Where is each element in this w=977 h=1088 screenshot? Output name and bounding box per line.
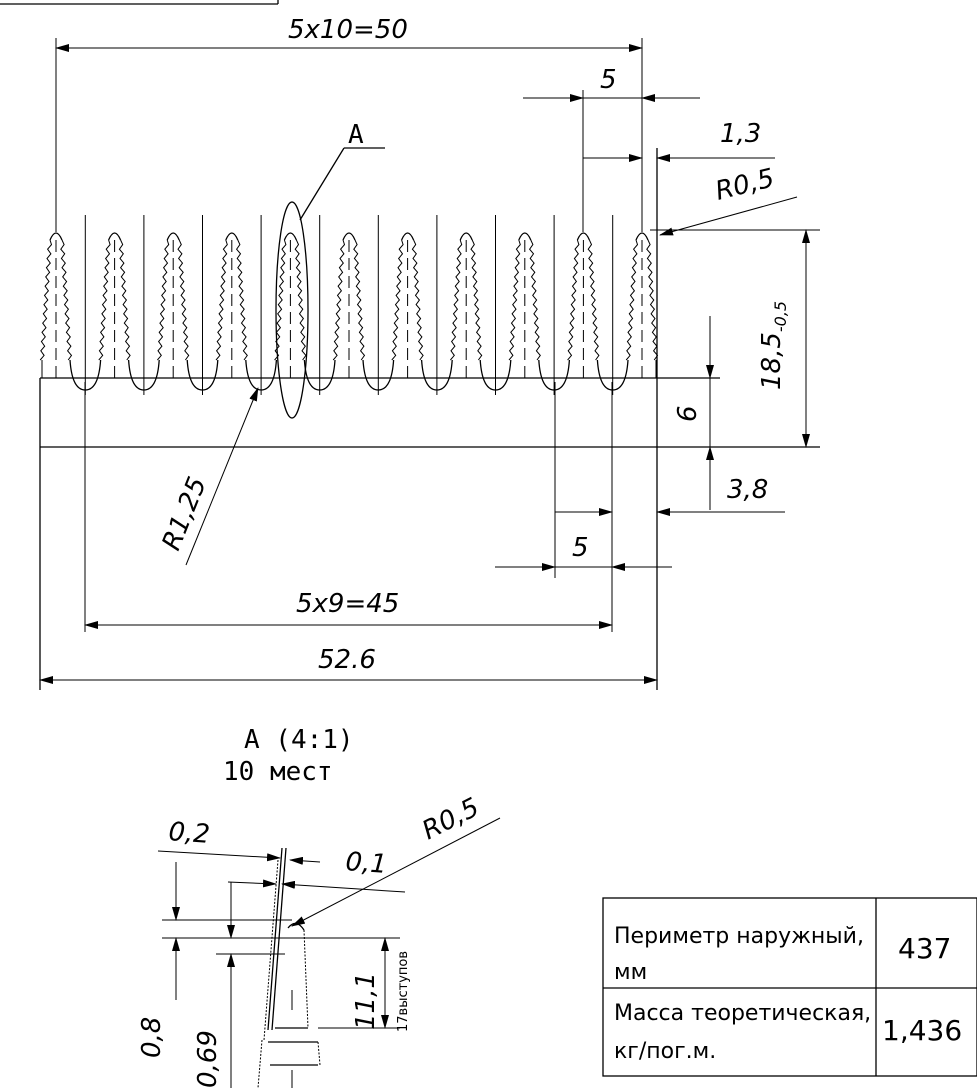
fin-wall xyxy=(39,239,53,361)
detail-title: A (4:1) xyxy=(244,725,354,755)
fin-wall xyxy=(528,239,541,361)
fin-tip xyxy=(49,232,63,241)
properties-table: Периметр наружный, мм 437 Масса теоретич… xyxy=(602,897,977,1077)
root-fillet xyxy=(245,359,278,391)
fin-wall xyxy=(567,239,580,361)
fin-wall xyxy=(118,239,131,361)
dim-base-thickness: 6 xyxy=(673,316,714,510)
root-fillet xyxy=(186,359,219,391)
detail-dim-0-69: 0,69 xyxy=(193,1030,223,1088)
fin-tip xyxy=(518,232,532,241)
table-row-1-value: 437 xyxy=(898,932,951,965)
detail-note: 17выступов xyxy=(396,951,411,1032)
fin-wall xyxy=(646,239,659,361)
fin-wall xyxy=(353,239,366,361)
dim-root-pitch-label: 5x9=45 xyxy=(296,589,399,619)
table-row-2-label-a: Масса теоретическая, xyxy=(614,1001,871,1026)
root-fillet xyxy=(303,359,336,391)
fin-wall xyxy=(470,239,483,361)
fin-wall xyxy=(98,239,111,361)
fin-wall xyxy=(332,239,346,361)
root-fillet xyxy=(479,359,512,391)
profile-base xyxy=(39,148,820,690)
table-row-2-label-b: кг/пог.м. xyxy=(614,1039,716,1064)
dim-tip-radius-label: R0,5 xyxy=(712,163,777,206)
detail-callout-ellipse xyxy=(275,201,309,419)
dim-root-radius: R1,25 xyxy=(157,387,259,566)
fin-tip xyxy=(576,232,590,241)
svg-text:18,5-0,5: 18,5-0,5 xyxy=(757,301,790,390)
dim-fin-spacing-bottom: 5 xyxy=(495,533,672,571)
fin-tip xyxy=(225,232,239,241)
fin-wall xyxy=(235,239,248,361)
fin-wall xyxy=(411,239,424,361)
root-fillet xyxy=(127,359,160,391)
fin-wall xyxy=(177,239,190,361)
fin-tip xyxy=(283,232,297,241)
dim-base-thickness-label: 6 xyxy=(673,405,703,422)
detail-view-a: A (4:1) 10 мест 0,2 0,1 R0,5 xyxy=(137,725,501,1088)
fin-tip xyxy=(342,232,356,241)
fin-wall xyxy=(587,239,600,361)
fin-wall xyxy=(391,239,404,361)
fin-tip xyxy=(401,232,415,241)
detail-dim-r0-5: R0,5 xyxy=(418,793,485,847)
dim-fin-height-tol: -0,5 xyxy=(771,301,790,332)
fin-wall xyxy=(625,239,639,361)
fin-wall xyxy=(294,239,307,361)
detail-subtitle: 10 мест xyxy=(223,757,333,787)
dim-fin-pitch: 5x10=50 xyxy=(55,15,643,232)
dim-fin-pitch-label: 5x10=50 xyxy=(288,15,408,45)
fin-tip xyxy=(166,232,180,241)
fin-wall xyxy=(157,239,170,361)
table-row-2-value: 1,436 xyxy=(882,1014,962,1047)
fin-wall xyxy=(508,239,521,361)
dim-fin-tip-offset: 1,3 xyxy=(583,119,775,162)
root-fillet xyxy=(362,359,395,391)
root-fillet xyxy=(596,359,629,391)
detail-dim-0-8: 0,8 xyxy=(137,1017,167,1058)
dim-fin-spacing-top-label: 5 xyxy=(600,65,617,95)
dim-root-pitch: 5x9=45 xyxy=(84,382,613,632)
dim-fin-height: 18,5-0,5 xyxy=(650,229,820,448)
dim-fin-spacing-bottom-label: 5 xyxy=(572,533,589,563)
fin-tip xyxy=(108,232,122,241)
dim-base-offset-label: 3,8 xyxy=(727,475,768,505)
dim-overall-width-label: 52.6 xyxy=(318,645,376,675)
table-row-1-label-b: мм xyxy=(614,960,647,985)
table-row-1-label-a: Периметр наружный, xyxy=(614,924,864,949)
dim-fin-height-label: 18,5 xyxy=(757,332,787,390)
fin-array xyxy=(39,215,659,395)
root-fillet xyxy=(538,359,571,391)
dim-fin-tip-offset-label: 1,3 xyxy=(720,119,761,149)
detail-dim-0-1: 0,1 xyxy=(345,847,388,880)
dim-tip-radius: R0,5 xyxy=(659,163,798,236)
detail-dim-0-2: 0,2 xyxy=(168,817,211,850)
dim-base-offset: 3,8 xyxy=(554,382,785,632)
dim-overall-width: 52.6 xyxy=(39,645,658,684)
dim-fin-spacing-top: 5 xyxy=(523,65,700,232)
fin-wall xyxy=(450,239,463,361)
fin-tip xyxy=(635,232,649,241)
fin-wall xyxy=(60,239,73,361)
callout-leader xyxy=(299,147,345,221)
callout-label: A xyxy=(348,120,364,150)
fin-tip xyxy=(459,232,473,241)
root-fillet xyxy=(420,359,453,391)
fin-wall xyxy=(215,239,228,361)
dim-root-radius-label: R1,25 xyxy=(157,473,213,555)
detail-dim-11-1: 11,1 xyxy=(351,972,381,1030)
